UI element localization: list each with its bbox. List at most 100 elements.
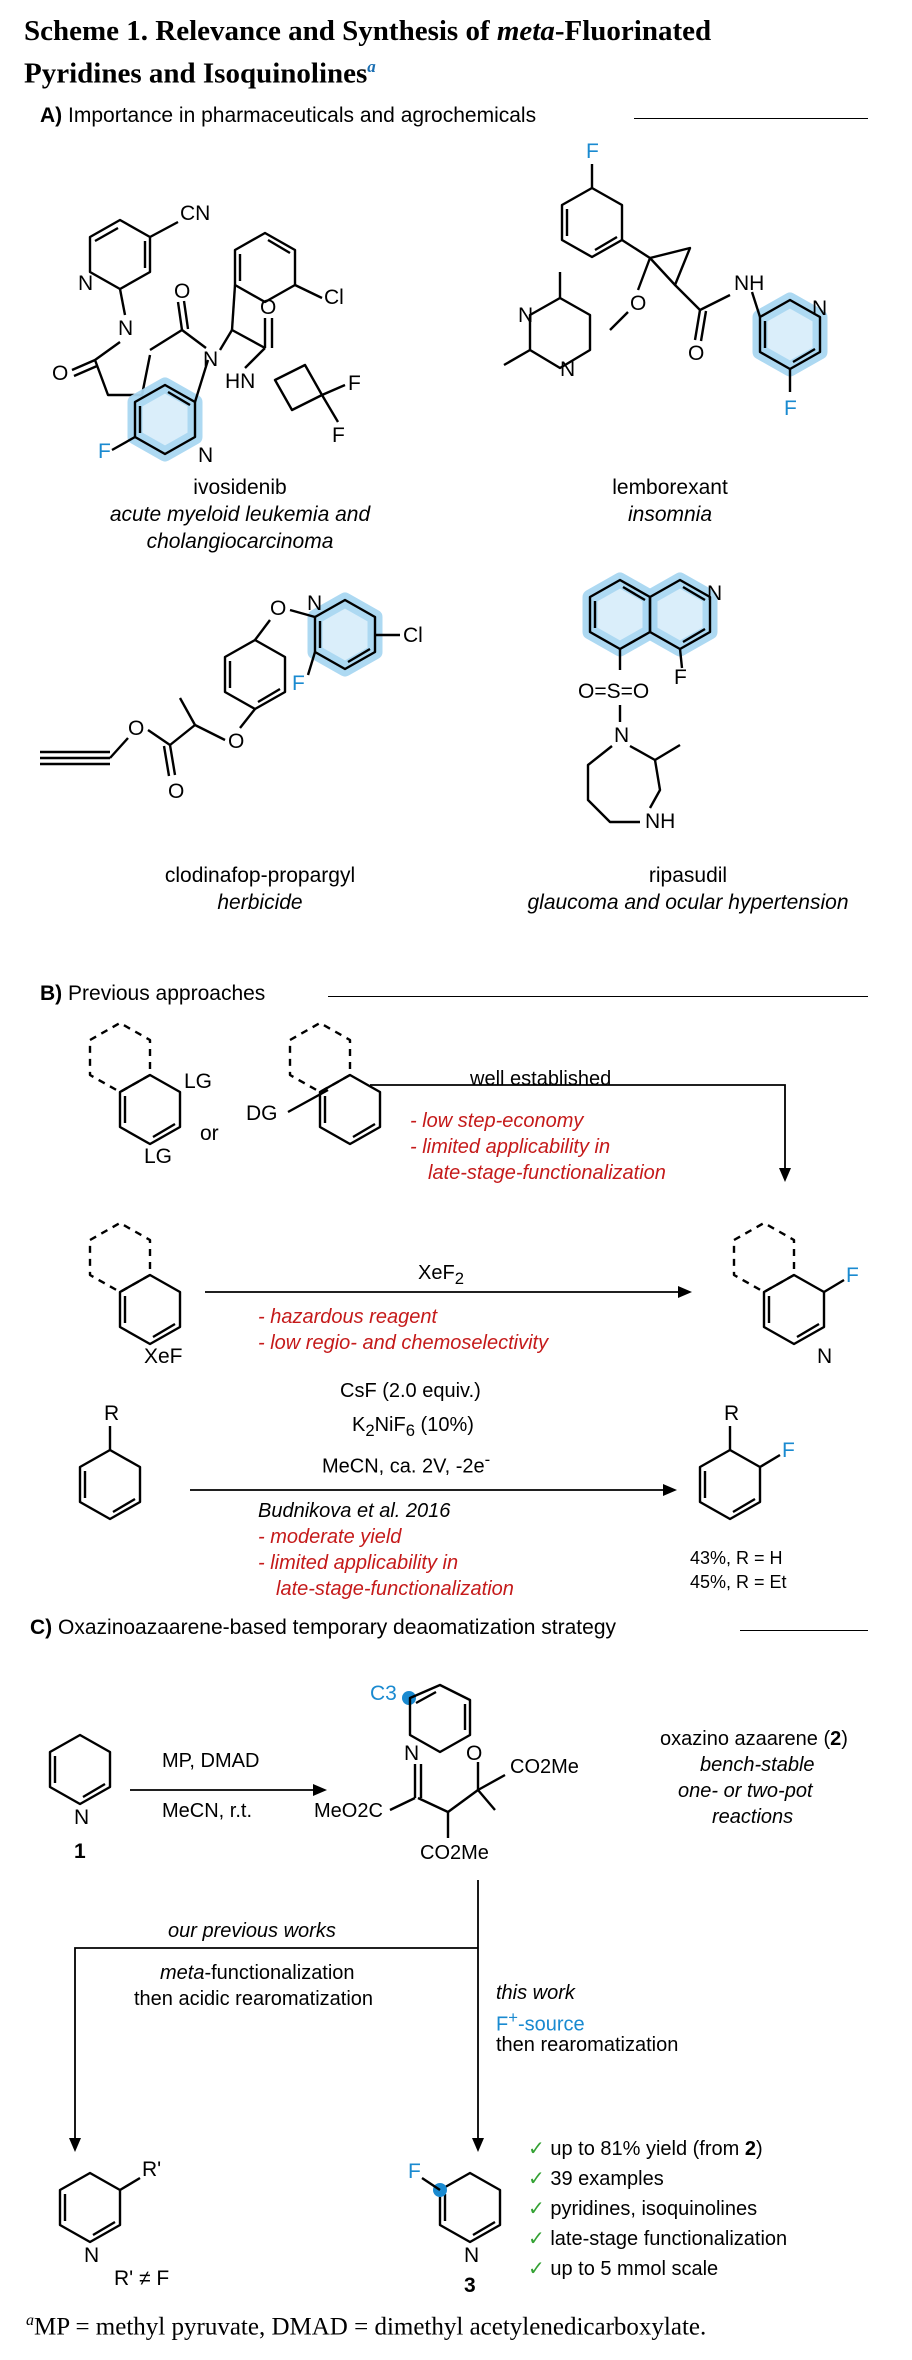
check-item-5: ✓ up to 5 mmol scale [528, 2258, 719, 2280]
ivosidenib-structure: CN N N O O N Cl O HN F F F N [52, 202, 361, 467]
lemborexant-caption: lemborexant insomnia [612, 476, 728, 526]
clodinafop-caption: clodinafop-propargyl herbicide [164, 864, 356, 914]
svg-text:3: 3 [464, 2274, 476, 2297]
svg-text:N: N [817, 1345, 832, 1368]
svg-text:F: F [586, 140, 599, 163]
previous-works-label: our previous works [168, 1920, 336, 1942]
svg-text:F: F [292, 672, 305, 695]
svg-text:N: N [74, 1806, 89, 1829]
fluoropyridine-3: F N 3 [408, 2160, 502, 2297]
oxazino-label-1: oxazino azaarene (2) [660, 1728, 848, 1750]
svg-text:F: F [408, 2160, 421, 2183]
svg-text:N: N [812, 297, 827, 320]
pyridine-1: N 1 [48, 1733, 112, 1863]
svg-text:DG: DG [246, 1102, 278, 1125]
ivosidenib-caption: ivosidenib acute myeloid leukemia and ch… [109, 476, 371, 553]
check-item-1: ✓ up to 81% yield (from 2) [528, 2138, 763, 2160]
route3-con-3: late-stage-functionalization [276, 1578, 514, 1600]
route2-con-2: - low regio- and chemoselectivity [258, 1332, 549, 1354]
route1-con-1: - low step-economy [410, 1110, 584, 1132]
route1-con-2: - limited applicability in [410, 1136, 611, 1158]
section-b-rule [328, 996, 868, 997]
svg-text:N: N [78, 272, 93, 295]
footnote: aMP = methyl pyruvate, DMAD = dimethyl a… [26, 2312, 707, 2341]
oxazino-label-3: one- or two-pot [678, 1780, 813, 1802]
svg-text:O=S=O: O=S=O [578, 680, 649, 703]
route1-arrowhead [779, 1168, 791, 1182]
svg-text:F: F [674, 666, 687, 689]
co2me-right: CO2Me [510, 1756, 579, 1778]
svg-text:O: O [630, 292, 646, 315]
svg-text:LG: LG [184, 1070, 212, 1093]
svg-text:XeF: XeF [144, 1345, 183, 1368]
route3-ref: Budnikova et al. 2016 [258, 1500, 451, 1522]
route1-con-3: late-stage-functionalization [428, 1162, 666, 1184]
svg-text:O: O [260, 296, 276, 319]
section-c-rule [740, 1630, 868, 1631]
check-item-3: ✓ pyridines, isoquinolines [528, 2198, 758, 2220]
svg-text:O: O [688, 342, 704, 365]
ripasudil-caption: ripasudil glaucoma and ocular hypertensi… [527, 864, 849, 914]
svg-text:NH: NH [645, 810, 675, 833]
fplus-source: F+-source [496, 2008, 585, 2036]
svg-text:O: O [466, 1742, 482, 1765]
route2-starting-material: XeF [88, 1221, 183, 1368]
svg-text:N: N [707, 582, 722, 605]
clodinafop-structure: N Cl F O O O O [40, 592, 423, 803]
route2-reagent: XeF2 [418, 1262, 464, 1288]
svg-text:O: O [174, 280, 190, 303]
route3-arrowhead [663, 1484, 677, 1496]
this-work-label: this work [496, 1982, 575, 2004]
svg-text:F: F [846, 1264, 859, 1287]
svg-text:Cl: Cl [403, 624, 423, 647]
route3-con-2: - limited applicability in [258, 1552, 459, 1574]
route12-product: F N [732, 1221, 859, 1368]
svg-text:N: N [560, 358, 575, 381]
svg-text:N: N [464, 2244, 479, 2267]
svg-text:CN: CN [180, 202, 210, 225]
cond-top: MP, DMAD [162, 1750, 260, 1772]
svg-text:R: R [104, 1402, 119, 1425]
acidic-rearomatization: then acidic rearomatization [134, 1988, 374, 2010]
svg-text:NH: NH [734, 272, 764, 295]
svg-text:or: or [200, 1122, 219, 1145]
section-a-rule [634, 118, 868, 119]
co2me-bottom: CO2Me [420, 1842, 489, 1864]
scheme-title: Scheme 1. Relevance and Synthesis of met… [24, 15, 712, 90]
svg-text:N: N [404, 1742, 419, 1765]
svg-text:O: O [168, 780, 184, 803]
section-c-heading: C) Oxazinoazaarene-based temporary deaom… [30, 1616, 616, 1639]
meta-substituted-pyridine: R' N R' ≠ F [58, 2158, 169, 2290]
route1-label: well established [470, 1068, 612, 1090]
cond-bottom: MeCN, r.t. [162, 1800, 253, 1822]
svg-text:F: F [332, 424, 345, 447]
route3-cond-2: K2NiF6 (10%) [352, 1414, 474, 1440]
route3-cond-3: MeCN, ca. 2V, -2e- [322, 1450, 491, 1478]
svg-text:N: N [518, 304, 533, 327]
svg-text:C3: C3 [370, 1682, 397, 1705]
svg-text:N: N [614, 724, 629, 747]
svg-text:LG: LG [144, 1145, 172, 1168]
meo2c-left: MeO2C [314, 1800, 383, 1822]
meta-functionalization: meta-functionalization [160, 1962, 355, 1984]
ripasudil-structure: N F O=S=O N NH [578, 572, 722, 833]
route1-arrow [370, 1084, 786, 1175]
oxazino-azaarene-2: C3 N O [370, 1682, 506, 1838]
route3-starting-material: R [78, 1402, 142, 1521]
svg-text:F: F [348, 372, 361, 395]
route1-starting-materials: LG LG or DG [88, 1021, 382, 1168]
svg-text:R: R [724, 1402, 739, 1425]
svg-text:N: N [198, 444, 213, 467]
svg-text:N: N [84, 2244, 99, 2267]
svg-text:F: F [98, 440, 111, 463]
svg-text:Cl: Cl [324, 286, 344, 309]
section-a-heading: A) Importance in pharmaceuticals and agr… [40, 104, 537, 127]
svg-text:O: O [128, 717, 144, 740]
svg-text:R' ≠ F: R' ≠ F [114, 2267, 169, 2290]
route2-con-1: - hazardous reagent [258, 1306, 438, 1328]
oxazino-label-2: bench-stable [700, 1754, 815, 1776]
svg-text:O: O [52, 362, 68, 385]
route2-arrowhead [678, 1286, 692, 1298]
